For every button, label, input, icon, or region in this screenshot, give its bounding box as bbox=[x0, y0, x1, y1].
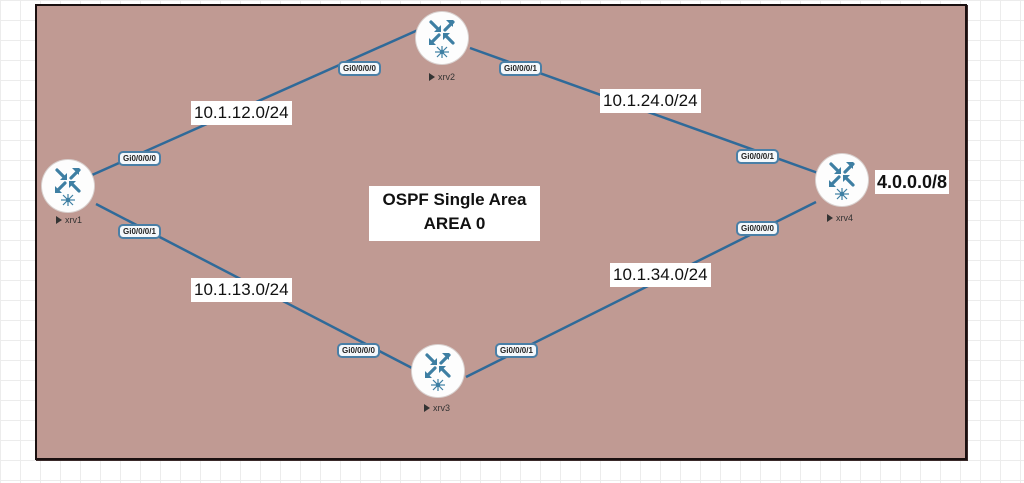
iface-xrv2-to-xrv4[interactable]: Gi0/0/0/1 bbox=[499, 61, 542, 76]
iface-xrv1-to-xrv2[interactable]: Gi0/0/0/0 bbox=[118, 151, 161, 166]
router-node-xrv4[interactable] bbox=[816, 154, 868, 206]
router-node-xrv3[interactable] bbox=[412, 345, 464, 397]
router-node-xrv2[interactable] bbox=[416, 12, 468, 64]
iface-xrv2-to-xrv1[interactable]: Gi0/0/0/0 bbox=[338, 61, 381, 76]
router-label-xrv4: xrv4 bbox=[827, 213, 853, 223]
iface-xrv4-to-xrv2[interactable]: Gi0/0/0/1 bbox=[736, 149, 779, 164]
router-label-xrv2: xrv2 bbox=[429, 72, 455, 82]
router-label-xrv1: xrv1 bbox=[56, 215, 82, 225]
iface-xrv1-to-xrv3[interactable]: Gi0/0/0/1 bbox=[118, 224, 161, 239]
play-icon bbox=[56, 216, 62, 224]
title-line-1: OSPF Single Area bbox=[382, 190, 527, 209]
router-icon bbox=[429, 20, 455, 58]
play-icon bbox=[429, 73, 435, 81]
subnet-label-xrv3-xrv4: 10.1.34.0/24 bbox=[610, 263, 711, 287]
diagram-title: OSPF Single Area AREA 0 bbox=[369, 186, 540, 241]
router-label-xrv3: xrv3 bbox=[424, 403, 450, 413]
iface-xrv3-to-xrv4[interactable]: Gi0/0/0/1 bbox=[495, 343, 538, 358]
subnet-label-xrv2-xrv4: 10.1.24.0/24 bbox=[600, 89, 701, 113]
xrv4-network-label: 4.0.0.0/8 bbox=[875, 170, 950, 194]
router-icon bbox=[55, 168, 81, 206]
router-icon bbox=[425, 353, 451, 391]
subnet-label-xrv1-xrv2: 10.1.12.0/24 bbox=[191, 101, 292, 125]
title-line-2: AREA 0 bbox=[423, 214, 486, 233]
play-icon bbox=[827, 214, 833, 222]
iface-xrv3-to-xrv1[interactable]: Gi0/0/0/0 bbox=[337, 343, 380, 358]
play-icon bbox=[424, 404, 430, 412]
subnet-label-xrv1-xrv3: 10.1.13.0/24 bbox=[191, 278, 292, 302]
iface-xrv4-to-xrv3[interactable]: Gi0/0/0/0 bbox=[736, 221, 779, 236]
router-icon bbox=[829, 162, 855, 200]
router-node-xrv1[interactable] bbox=[42, 160, 94, 212]
